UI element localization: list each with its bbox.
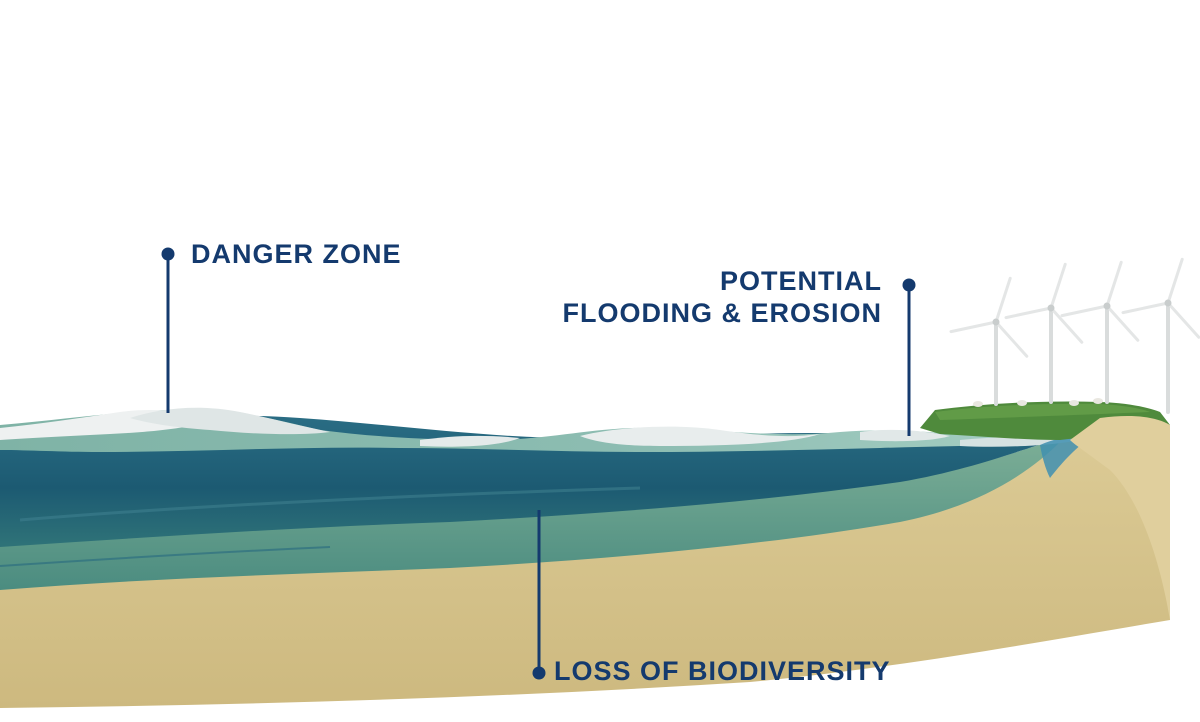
callout-danger-zone-pointer xyxy=(161,247,175,413)
wind-turbine-icon xyxy=(1060,260,1140,404)
sheep-icon xyxy=(973,398,1103,407)
wind-turbine-icon xyxy=(1121,257,1200,414)
loss-of-biodiversity-label: LOSS OF BIODIVERSITY xyxy=(554,656,891,686)
wind-turbine-group xyxy=(949,257,1200,414)
water-streak xyxy=(19,486,641,522)
flooding-label-line-2: FLOODING & EROSION xyxy=(562,298,882,328)
wave-crest-foam xyxy=(580,426,820,446)
danger-zone-label: DANGER ZONE xyxy=(191,239,402,269)
callout-flooding-pointer xyxy=(902,278,916,436)
flooding-erosion-label: POTENTIAL FLOODING & EROSION xyxy=(562,265,882,329)
flooding-label-line-1: POTENTIAL xyxy=(720,266,882,296)
sea-bed xyxy=(0,440,1060,590)
callout-biodiversity-pointer xyxy=(532,510,546,680)
wave-crest-foam xyxy=(860,429,950,442)
wave-crest-foam xyxy=(130,407,330,435)
wind-turbine-icon xyxy=(1004,262,1084,404)
water-streak xyxy=(0,546,331,567)
wind-turbine-icon xyxy=(949,276,1029,406)
shore-break-wave xyxy=(1040,436,1090,478)
sand-base xyxy=(0,425,1170,708)
sand-cliff xyxy=(1070,416,1170,620)
wave-crest-foam xyxy=(420,435,520,447)
grass-texture xyxy=(935,403,1150,420)
